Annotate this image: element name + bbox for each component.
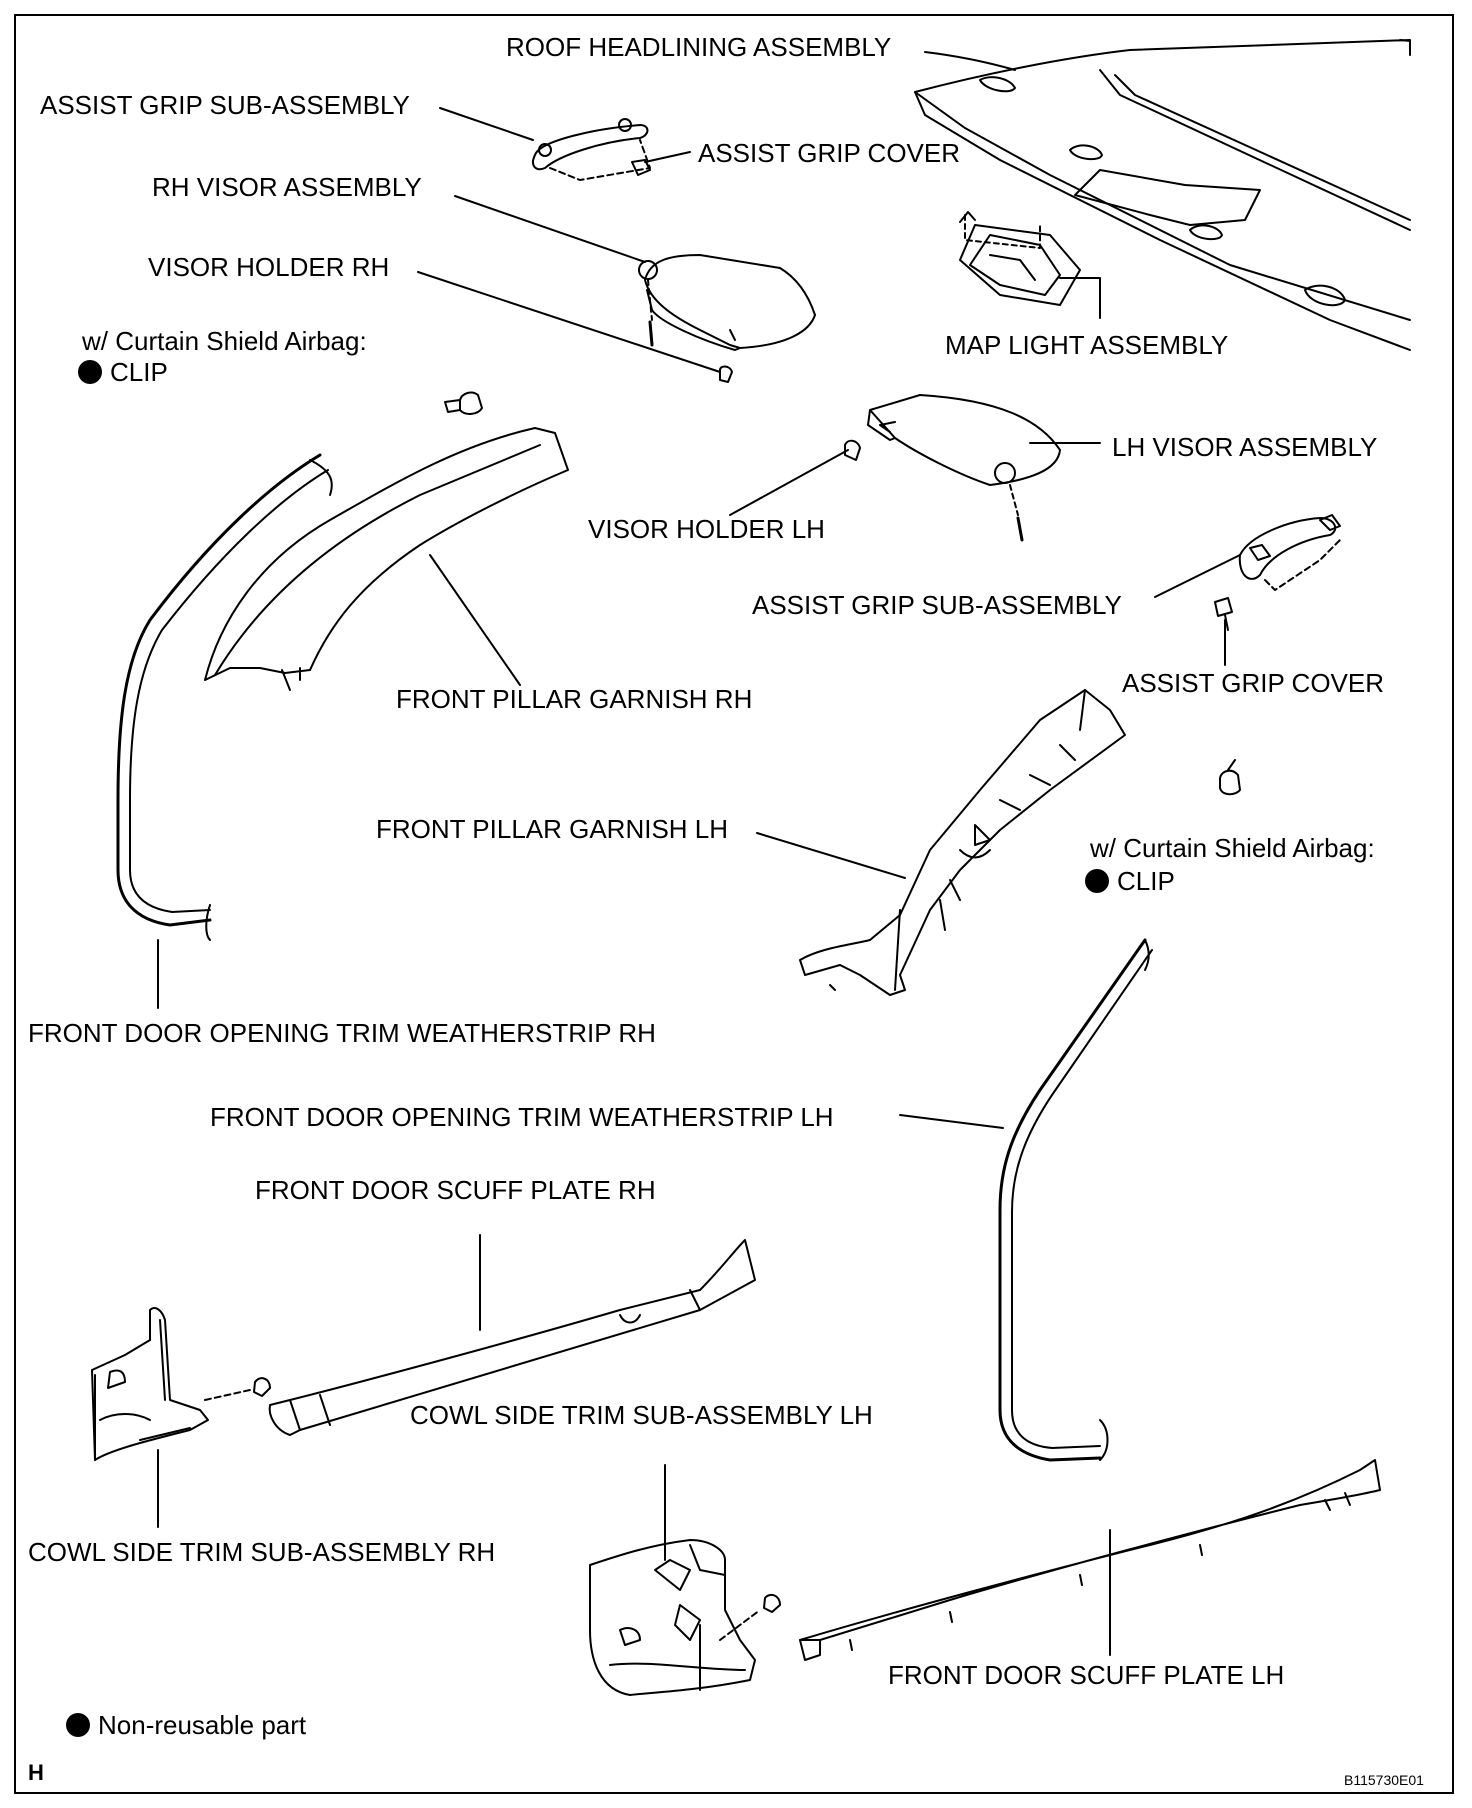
assist-grip-rh-drawing [532, 118, 651, 181]
rh-visor-drawing [638, 254, 816, 383]
label-map-light-assembly: MAP LIGHT ASSEMBLY [945, 330, 1229, 360]
roof-headlining-drawing [914, 39, 1411, 351]
cowl-side-trim-lh-drawing [589, 1539, 781, 1696]
label-roof-headlining: ROOF HEADLINING ASSEMBLY [506, 32, 892, 62]
weatherstrip-rh-drawing [116, 453, 333, 941]
scuff-plate-lh-drawing [799, 1459, 1381, 1661]
map-light-drawing [959, 211, 1081, 306]
front-pillar-garnish-lh-drawing [799, 689, 1126, 996]
label-lh-visor-assembly: LH VISOR ASSEMBLY [1112, 432, 1378, 462]
label-cowl-side-trim-lh: COWL SIDE TRIM SUB-ASSEMBLY LH [410, 1400, 873, 1430]
label-curtain-airbag-note-rh: w/ Curtain Shield Airbag: [82, 326, 367, 356]
label-weatherstrip-rh: FRONT DOOR OPENING TRIM WEATHERSTRIP RH [28, 1018, 656, 1048]
cowl-rh-clip-drawing [204, 1377, 271, 1401]
assist-grip-lh-drawing [1214, 514, 1341, 631]
label-scuff-plate-lh: FRONT DOOR SCUFF PLATE LH [888, 1660, 1285, 1690]
clip-rh-note: CLIP [78, 357, 168, 388]
weatherstrip-lh-drawing [998, 938, 1153, 1462]
scuff-plate-rh-drawing [268, 1239, 756, 1436]
label-clip-lh: CLIP [1117, 866, 1175, 896]
corner-letter: H [28, 1760, 44, 1785]
label-front-pillar-garnish-lh: FRONT PILLAR GARNISH LH [376, 814, 729, 844]
label-weatherstrip-lh: FRONT DOOR OPENING TRIM WEATHERSTRIP LH [210, 1102, 834, 1132]
non-reusable-dot-icon [66, 1713, 90, 1737]
label-cowl-side-trim-rh: COWL SIDE TRIM SUB-ASSEMBLY RH [28, 1537, 496, 1567]
clip-lh-drawing [1219, 759, 1241, 796]
label-front-pillar-garnish-rh: FRONT PILLAR GARNISH RH [396, 684, 753, 714]
legend: Non-reusable part [66, 1710, 306, 1741]
label-rh-visor-assembly: RH VISOR ASSEMBLY [152, 172, 422, 202]
non-reusable-dot-icon [78, 360, 102, 384]
label-assist-grip-cover-rh: ASSIST GRIP COVER [698, 138, 961, 168]
clip-rh-drawing [444, 391, 483, 415]
label-curtain-airbag-note-lh: w/ Curtain Shield Airbag: [1090, 833, 1375, 863]
clip-lh-note: CLIP [1085, 866, 1175, 897]
label-assist-grip-cover-lh: ASSIST GRIP COVER [1122, 668, 1385, 698]
front-pillar-garnish-rh-drawing [204, 427, 569, 691]
diagram-frame [14, 14, 1454, 1794]
cowl-side-trim-rh-drawing [91, 1307, 209, 1461]
legend-text: Non-reusable part [98, 1710, 307, 1740]
label-assist-grip-sub-assembly-rh: ASSIST GRIP SUB-ASSEMBLY [40, 90, 410, 120]
label-assist-grip-sub-assembly-lh: ASSIST GRIP SUB-ASSEMBLY [752, 590, 1122, 620]
label-clip-rh: CLIP [110, 357, 168, 387]
label-visor-holder-lh: VISOR HOLDER LH [588, 514, 825, 544]
figure-code: B115730E01 [1344, 1772, 1424, 1788]
leader-lines [157, 51, 1241, 1656]
label-scuff-plate-rh: FRONT DOOR SCUFF PLATE RH [255, 1175, 656, 1205]
non-reusable-dot-icon [1085, 869, 1109, 893]
lh-visor-drawing [844, 394, 1061, 542]
label-visor-holder-rh: VISOR HOLDER RH [148, 252, 390, 282]
